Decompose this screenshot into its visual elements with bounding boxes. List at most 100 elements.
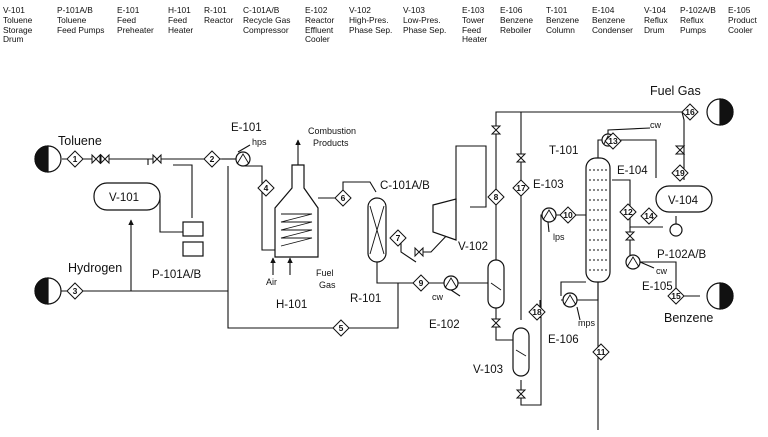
stream-number: 18 <box>532 307 542 317</box>
v101-drum <box>93 182 161 211</box>
stream-number: 6 <box>341 193 346 203</box>
stream-diamond <box>559 206 577 224</box>
v104-label: V-104 <box>668 195 699 207</box>
stream-number: 8 <box>494 192 499 202</box>
c101-compressor <box>432 198 457 241</box>
valve-icon <box>100 153 110 165</box>
valve-icon <box>515 153 527 163</box>
hydrogen-label: Hydrogen <box>68 261 122 275</box>
r101-label: R-101 <box>350 293 381 305</box>
stream-diamond <box>512 179 530 197</box>
e104-label: E-104 <box>617 165 648 177</box>
stream-diamond <box>332 319 350 337</box>
valve-icon <box>515 389 527 399</box>
stream-diamond <box>66 282 84 300</box>
v101-label: V-101 <box>109 192 139 204</box>
p101-label: P-101A/B <box>152 269 202 281</box>
stream-diamond <box>487 188 505 206</box>
p102-label: P-102A/B <box>657 249 707 261</box>
v103-separator <box>512 327 530 377</box>
p101-pump-upper <box>182 221 204 237</box>
stream-number: 7 <box>396 233 401 243</box>
stream-number: 16 <box>685 107 695 117</box>
stream-number: 13 <box>608 136 618 146</box>
stream-number: 5 <box>339 323 344 333</box>
stream-number: 4 <box>264 183 269 193</box>
e101-exchanger <box>235 151 251 167</box>
benzene-label: Benzene <box>664 311 713 325</box>
mps-label: mps <box>578 318 596 328</box>
air-label: Air <box>266 277 277 287</box>
valve-icon <box>490 318 502 328</box>
fuel-gas-label-2: Gas <box>319 280 336 290</box>
stream-number: 2 <box>210 154 215 164</box>
e106-reboiler <box>562 292 578 308</box>
valve-icon <box>91 153 101 165</box>
stream-diamond <box>640 207 658 225</box>
stream-diamond <box>334 189 352 207</box>
cw-e104-label: cw <box>650 120 662 130</box>
stream-diamond <box>592 343 610 361</box>
stream-number: 17 <box>516 183 526 193</box>
e102-label: E-102 <box>429 319 460 331</box>
p101-pump-lower <box>182 241 204 257</box>
v104-drum <box>655 185 713 213</box>
t101-label: T-101 <box>549 145 578 157</box>
cw-e102-label: cw <box>432 292 444 302</box>
v102-label: V-102 <box>458 241 488 253</box>
p102-pump <box>669 223 683 237</box>
stream-diamond <box>257 179 275 197</box>
stream-diamond <box>528 303 546 321</box>
stream-diamond <box>681 103 699 121</box>
stream-diamond <box>203 150 221 168</box>
e106-label: E-106 <box>548 334 579 346</box>
h101-heater <box>274 164 319 258</box>
fuel-gas-label-1: Fuel <box>316 268 334 278</box>
fuel-gas-label: Fuel Gas <box>650 84 701 98</box>
cw-e105-label: cw <box>656 266 668 276</box>
e102-exchanger <box>443 275 459 291</box>
stream-number: 3 <box>73 286 78 296</box>
toluene-label: Toluene <box>58 134 102 148</box>
equipment-labels: Toluene Hydrogen Fuel Gas Benzene V-101 … <box>58 84 713 376</box>
stream-number: 9 <box>419 278 424 288</box>
c101-label: C-101A/B <box>380 180 430 192</box>
lps-label: lps <box>553 232 565 242</box>
terminals <box>34 98 734 310</box>
h101-label: H-101 <box>276 299 307 311</box>
e103-label: E-103 <box>533 179 564 191</box>
valve-icon <box>674 145 686 155</box>
stream-diamond <box>66 150 84 168</box>
v102-separator <box>487 259 505 309</box>
v103-label: V-103 <box>473 364 503 376</box>
stream-diamond <box>671 164 689 182</box>
stream-diamond <box>389 229 407 247</box>
stream-number: 19 <box>675 168 685 178</box>
hps-label: hps <box>252 137 267 147</box>
e103-exchanger <box>541 207 557 223</box>
stream-number: 12 <box>623 207 633 217</box>
stream-number: 14 <box>644 211 654 221</box>
combustion-label-1: Combustion <box>308 126 356 136</box>
stream-number: 10 <box>563 210 573 220</box>
e101-label: E-101 <box>231 122 262 134</box>
